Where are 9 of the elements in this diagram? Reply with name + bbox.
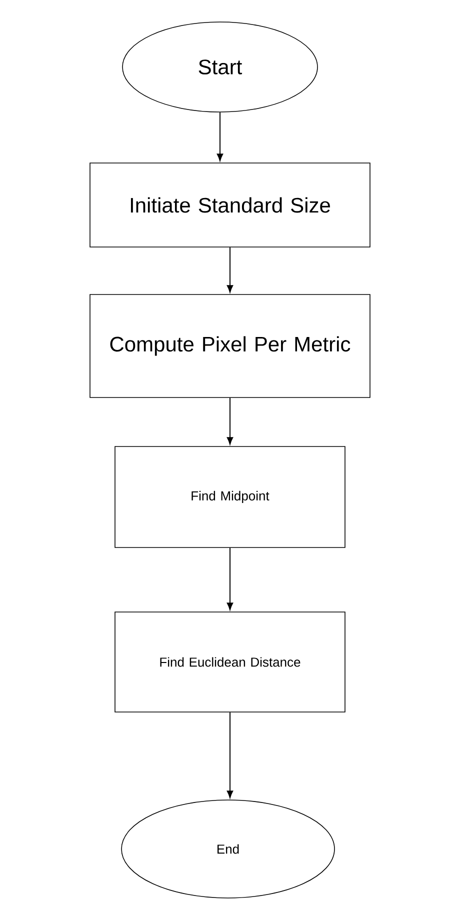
arrow: [216, 112, 224, 162]
arrow: [226, 712, 234, 798]
process-box: Initiate Standard Size: [90, 162, 370, 248]
arrow: [226, 397, 234, 445]
process-box: Compute Pixel Per Metric: [90, 294, 370, 398]
process-box: Find Euclidean Distance: [114, 612, 346, 712]
arrow: [226, 246, 234, 293]
arrow: [226, 547, 234, 610]
process-box: Find Midpoint: [114, 446, 346, 548]
